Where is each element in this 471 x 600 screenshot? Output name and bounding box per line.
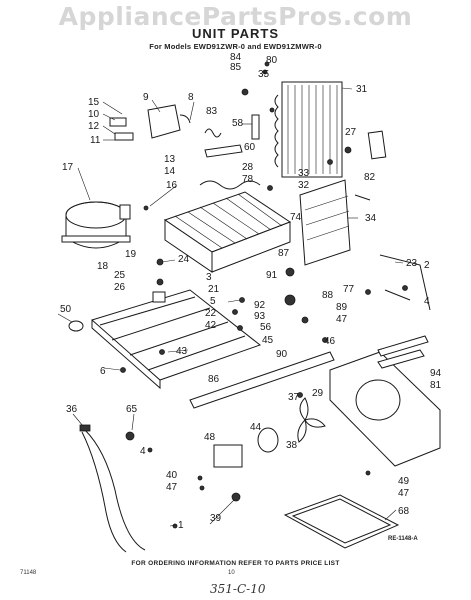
- callout-22: 22: [205, 308, 217, 319]
- callout-2: 2: [424, 260, 430, 271]
- callout-68: 68: [398, 506, 410, 517]
- callout-4: 4: [424, 296, 430, 307]
- callout-87: 87: [278, 248, 290, 259]
- callout-15: 15: [88, 97, 100, 108]
- callout-35: 35: [258, 69, 270, 80]
- callout-42: 42: [205, 320, 217, 331]
- callout-12: 12: [88, 121, 100, 132]
- callout-77: 77: [343, 284, 355, 295]
- callout-5: 5: [210, 296, 216, 307]
- leader-lines: [57, 87, 404, 527]
- insulation-panels: [299, 130, 387, 266]
- callout-26: 26: [114, 282, 126, 293]
- callout-50: 50: [60, 304, 72, 315]
- drawing-reference-code: RE-1148-A: [388, 536, 418, 542]
- fasteners: [68, 61, 408, 529]
- document-number: 71148: [20, 570, 37, 576]
- callout-28: 28: [242, 162, 254, 173]
- callout-43: 43: [176, 346, 188, 357]
- power-cord: [79, 424, 146, 553]
- callout-4-lower: 4: [140, 446, 146, 457]
- handwritten-note: 351-C-10: [210, 582, 266, 596]
- callout-65: 65: [126, 404, 138, 415]
- callout-33: 33: [298, 168, 310, 179]
- refrigerant-tubing: [354, 194, 431, 311]
- callout-89: 89: [336, 302, 348, 313]
- watermark: AppliancePartsPros.com: [58, 2, 413, 31]
- callout-91: 91: [266, 270, 278, 281]
- callout-47-upper: 47: [336, 314, 348, 325]
- callout-40: 40: [166, 470, 178, 481]
- callout-labels: 84 85 80 35 31 27 15 10 12 11 9 8 13 14 …: [60, 52, 442, 531]
- callout-92: 92: [254, 300, 266, 311]
- callout-27: 27: [345, 127, 357, 138]
- callout-23: 23: [406, 258, 418, 269]
- callout-14: 14: [164, 166, 176, 177]
- callout-25: 25: [114, 270, 126, 281]
- evaporator: [163, 180, 292, 273]
- callout-18: 18: [97, 261, 109, 272]
- compressor: [61, 201, 131, 249]
- callout-11: 11: [90, 135, 101, 146]
- callout-29: 29: [312, 388, 324, 399]
- filter-drier: [204, 114, 260, 158]
- callout-88: 88: [322, 290, 334, 301]
- fan-motor-assembly: [213, 397, 326, 468]
- callout-34: 34: [365, 213, 377, 224]
- callout-58: 58: [232, 118, 244, 129]
- callout-93: 93: [254, 311, 266, 322]
- callout-16: 16: [166, 180, 178, 191]
- callout-17: 17: [62, 162, 74, 173]
- fan-shroud: [329, 349, 441, 467]
- callout-9: 9: [143, 92, 149, 103]
- base-frame: [90, 289, 262, 390]
- callout-83: 83: [206, 106, 218, 117]
- callout-13: 13: [164, 154, 176, 165]
- callout-19: 19: [125, 249, 137, 260]
- callout-31: 31: [356, 84, 368, 95]
- callout-3: 3: [206, 272, 212, 283]
- callout-74: 74: [290, 212, 302, 223]
- drain-pan: [283, 494, 400, 549]
- callout-36: 36: [66, 404, 78, 415]
- callout-44: 44: [250, 422, 262, 433]
- callout-21: 21: [208, 284, 220, 295]
- callout-47-lower-left: 47: [166, 482, 178, 493]
- callout-86: 86: [208, 374, 220, 385]
- callout-78: 78: [242, 174, 254, 185]
- support-rail: [189, 351, 335, 409]
- diagram-title: UNIT PARTS: [191, 26, 280, 41]
- callout-46: 46: [324, 336, 336, 347]
- callout-90: 90: [276, 349, 288, 360]
- callout-38: 38: [286, 440, 298, 451]
- callout-48: 48: [204, 432, 216, 443]
- callout-47-lower-right: 47: [398, 488, 410, 499]
- callout-82: 82: [364, 172, 376, 183]
- callout-94: 94: [430, 368, 442, 379]
- callout-10: 10: [88, 109, 100, 120]
- diagram-subtitle: For Models EWD91ZWR-0 and EWD91ZMWR-0: [149, 42, 322, 51]
- callout-32: 32: [298, 180, 310, 191]
- relay-bracket: [109, 104, 191, 141]
- callout-81: 81: [430, 380, 442, 391]
- callout-37: 37: [288, 392, 300, 403]
- callout-56: 56: [260, 322, 272, 333]
- side-rail: [377, 335, 429, 357]
- callout-84: 84: [230, 52, 242, 63]
- callout-6: 6: [100, 366, 106, 377]
- callout-49: 49: [398, 476, 410, 487]
- callout-45: 45: [262, 335, 274, 346]
- callout-80: 80: [266, 55, 278, 66]
- ordering-info-footer: FOR ORDERING INFORMATION REFER TO PARTS …: [131, 560, 340, 567]
- callout-1: 1: [178, 520, 184, 531]
- page-number: 10: [228, 570, 235, 576]
- callout-8: 8: [188, 92, 194, 103]
- callout-85: 85: [230, 62, 242, 73]
- callout-60: 60: [244, 142, 256, 153]
- callout-24: 24: [178, 254, 190, 265]
